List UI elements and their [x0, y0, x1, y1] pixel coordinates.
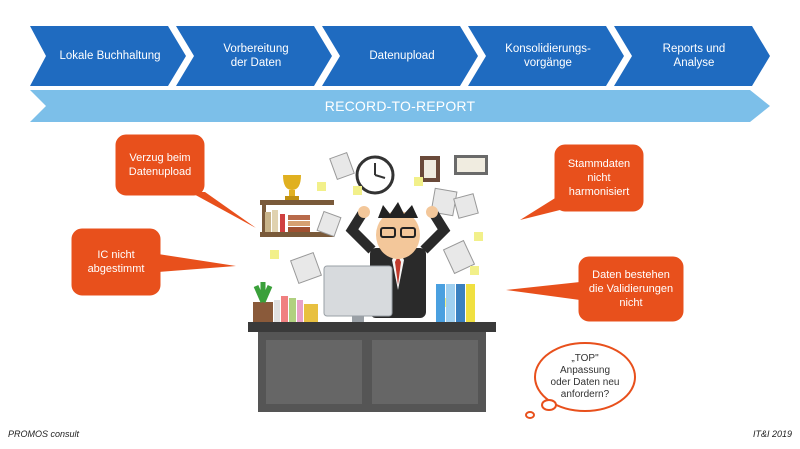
issue-text-upload-delay: Verzug beim Datenupload	[128, 152, 192, 178]
step-label-1: Lokale Buchhaltung	[59, 50, 161, 62]
banner-label: RECORD-TO-REPORT	[324, 98, 476, 114]
chevron-step-2	[176, 26, 332, 86]
footer-company: PROMOS consult	[8, 429, 80, 439]
step-label-5: Reports und Analyse	[662, 43, 726, 69]
thought-text: „TOP" Anpassung oder Daten neu anfordern…	[550, 353, 620, 400]
chevron-step-1	[30, 26, 186, 86]
issue-text-master-data: Stammdaten nicht harmonisiert	[567, 158, 631, 198]
thought-bubble	[525, 342, 636, 419]
step-label-3: Datenupload	[369, 50, 435, 62]
footer-department: IT&I 2019	[752, 429, 792, 439]
issue-text-ic: IC nicht abgestimmt	[87, 249, 145, 275]
chevron-step-5	[614, 26, 770, 86]
issue-text-validation: Daten bestehen die Validierungen nicht	[588, 269, 674, 309]
step-label-2: Vorbereitung der Daten	[223, 43, 289, 69]
issue-bubble-ic	[68, 225, 236, 299]
issue-bubble-validation	[506, 253, 687, 325]
step-label-4: Konsolidierungs- vorgänge	[505, 43, 591, 69]
issue-bubble-upload-delay	[112, 131, 256, 228]
issue-bubble-master-data	[520, 141, 647, 220]
chevron-step-3	[322, 26, 478, 86]
chevron-step-4	[468, 26, 624, 86]
office-illustration	[248, 151, 496, 412]
record-to-report-banner	[30, 90, 770, 122]
